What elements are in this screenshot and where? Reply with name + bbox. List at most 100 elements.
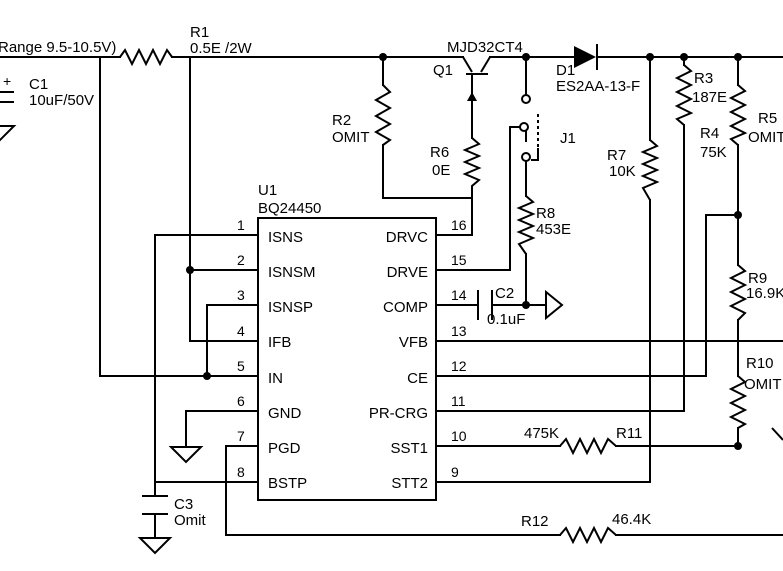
r8: R8 453E — [516, 195, 571, 255]
r3-value: 187E — [692, 89, 727, 106]
r12: R12 46.4K — [521, 511, 651, 545]
r10-value: OMIT — [744, 376, 782, 393]
pin-9-name: STT2 — [391, 475, 428, 492]
r9-value: 16.9K — [746, 285, 783, 302]
c3-ref: C3 — [174, 496, 193, 513]
r11: R11 475K — [524, 425, 642, 456]
u1-ic: U1 BQ24450 1 ISNS 2 ISNSM 3 ISNSP 4 IFB … — [237, 182, 467, 501]
r5-ref: R5 — [758, 110, 777, 127]
r7-zigzag — [640, 139, 660, 201]
junction-dot — [734, 53, 742, 61]
r6-value: 0E — [432, 162, 450, 179]
r7-ref: R7 — [607, 147, 626, 164]
junction-dot — [734, 211, 742, 219]
r12-zigzag — [559, 525, 617, 545]
pin-3-num: 3 — [237, 287, 245, 303]
pin-2-num: 2 — [237, 252, 245, 268]
u1-right-pins: 16 DRVC 15 DRVE 14 COMP 13 VFB 12 CE 11 … — [369, 217, 467, 492]
junction-dot — [203, 372, 211, 380]
c1-ref: C1 — [29, 76, 48, 93]
junction-dot — [379, 53, 387, 61]
r2-ref: R2 — [332, 112, 351, 129]
r8-value: 453E — [536, 221, 571, 238]
q1-emitter-lead — [480, 56, 491, 73]
j1-bracket — [531, 148, 539, 161]
u1-ref: U1 — [258, 182, 277, 199]
pin-13-num: 13 — [451, 323, 467, 339]
q1-arrow — [467, 92, 477, 101]
junction-dot — [522, 53, 530, 61]
r9: R9 16.9K — [728, 264, 783, 321]
r4-value: 75K — [700, 144, 727, 161]
pin-9-num: 9 — [451, 464, 459, 480]
r6-zigzag — [462, 137, 482, 198]
c3-value: Omit — [174, 512, 206, 529]
r10: R10 OMIT — [728, 355, 783, 441]
r8-ref: R8 — [536, 205, 555, 222]
wires — [0, 56, 783, 539]
c3-ground-symbol — [137, 537, 173, 555]
u1-part: BQ24450 — [258, 200, 321, 217]
q1-ref: Q1 — [433, 62, 453, 79]
pin-8-num: 8 — [237, 464, 245, 480]
r11-zigzag — [559, 436, 617, 456]
r1-zigzag — [119, 47, 173, 67]
gnd-ground-symbol — [168, 446, 204, 464]
r10-zigzag — [728, 375, 748, 429]
pin-16-num: 16 — [451, 217, 467, 233]
pin-14-num: 14 — [451, 287, 467, 303]
r12-ref: R12 — [521, 513, 549, 530]
r7: R7 10K — [607, 139, 660, 201]
r8-zigzag — [516, 195, 536, 255]
r1-value: 0.5E /2W — [190, 40, 253, 57]
pin-8-name: BSTP — [268, 475, 307, 492]
junction-dot — [646, 53, 654, 61]
junction-dot — [522, 301, 530, 309]
pin-4-name: IFB — [268, 334, 291, 351]
c1: + C1 10uF/50V — [0, 73, 94, 142]
pin-1-name: ISNS — [268, 229, 303, 246]
r6: R6 0E — [430, 137, 482, 198]
d1: D1 ES2AA-13-F — [556, 44, 640, 95]
pin-12-name: CE — [407, 370, 428, 387]
d1-ref: D1 — [556, 62, 575, 79]
u1-body — [257, 217, 437, 501]
c2-ground-symbol — [545, 289, 564, 321]
pin-14-name: COMP — [383, 299, 428, 316]
r1-ref: R1 — [190, 24, 209, 41]
r5-zigzag — [728, 84, 748, 146]
c1-polarity: + — [3, 73, 11, 89]
junctions — [186, 53, 742, 450]
r10-ground-partial — [771, 427, 783, 441]
junction-dot — [734, 442, 742, 450]
r4-label: R4 75K — [700, 125, 727, 161]
r3-ref: R3 — [694, 70, 713, 87]
r11-value: 475K — [524, 425, 559, 442]
r1: R1 0.5E /2W — [119, 24, 253, 67]
r9-ref: R9 — [748, 270, 767, 287]
c3: C3 Omit — [137, 495, 206, 555]
d1-part: ES2AA-13-F — [556, 78, 640, 95]
c2: C2 0.1uF — [477, 285, 564, 328]
r6-ref: R6 — [430, 144, 449, 161]
pin-15-num: 15 — [451, 252, 467, 268]
pin-16-name: DRVC — [386, 229, 428, 246]
pin-7-name: PGD — [268, 440, 301, 457]
d1-triangle — [574, 46, 596, 68]
pin-5-name: IN — [268, 370, 283, 387]
c1-value: 10uF/50V — [29, 92, 94, 109]
u1-left-pins: 1 ISNS 2 ISNSM 3 ISNSP 4 IFB 5 IN 6 GND … — [237, 217, 316, 492]
input-label: Range 9.5-10.5V) — [0, 39, 116, 56]
j1: J1 — [519, 94, 576, 162]
pin-5-num: 5 — [237, 358, 245, 374]
q1-collector — [462, 56, 473, 73]
r7-value: 10K — [609, 163, 636, 180]
r12-value: 46.4K — [612, 511, 651, 528]
q1: Q1 MJD32CT4 — [433, 39, 523, 101]
pin-7-num: 7 — [237, 428, 245, 444]
pin-6-name: GND — [268, 405, 302, 422]
pin-4-num: 4 — [237, 323, 245, 339]
c1-ground — [0, 125, 17, 142]
r3-zigzag — [674, 64, 694, 126]
r3: R3 187E — [674, 64, 727, 126]
